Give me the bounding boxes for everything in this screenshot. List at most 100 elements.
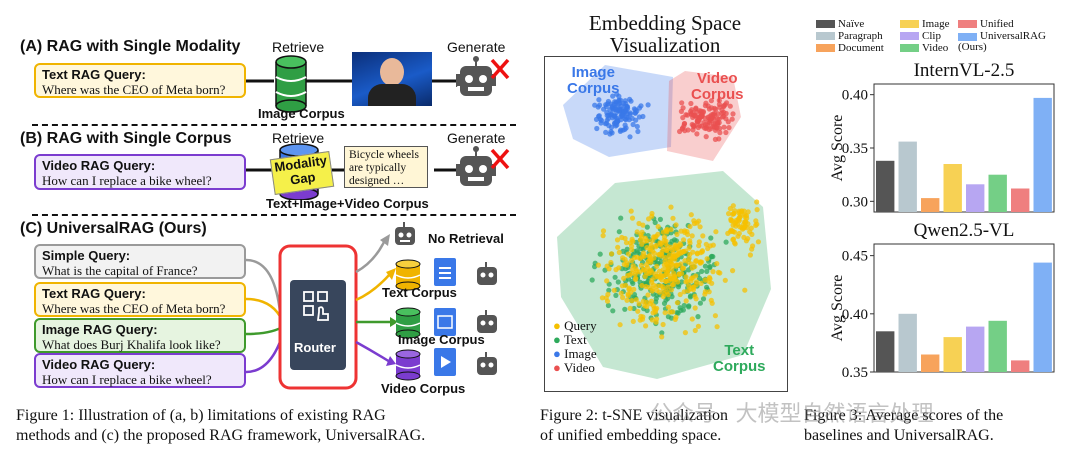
tsne-point	[625, 251, 632, 257]
tsne-point	[682, 330, 688, 336]
tsne-point	[692, 327, 698, 334]
tsne-point	[618, 215, 624, 221]
tsne-point	[675, 243, 682, 249]
tsne-point	[729, 116, 735, 122]
tsne-point	[742, 214, 748, 220]
tsne-point	[627, 134, 633, 140]
tsne-point	[671, 270, 677, 276]
tsne-point	[687, 294, 693, 300]
tsne-point	[690, 127, 696, 133]
legend-label: Paragraph	[838, 30, 883, 42]
tsne-point	[653, 233, 659, 239]
tsne-point	[614, 237, 621, 243]
robot-icon	[477, 352, 497, 375]
figure-3-caption: Figure 3: Average scores of the baseline…	[804, 406, 1074, 446]
tsne-point	[596, 97, 602, 103]
bar-image	[943, 337, 962, 372]
tsne-point	[745, 209, 751, 215]
tsne-point	[668, 204, 674, 210]
bar-na-ve	[876, 331, 895, 372]
tsne-point	[653, 244, 659, 250]
tsne-point	[689, 233, 695, 239]
tsne-point	[618, 290, 624, 296]
tsne-point	[630, 121, 636, 128]
text-corpus-label: Text Corpus	[382, 285, 457, 300]
tsne-point	[616, 93, 622, 99]
tsne-point	[697, 300, 703, 306]
tsne-point	[754, 199, 760, 205]
tsne-point	[623, 125, 629, 131]
tsne-point	[599, 295, 605, 301]
legend-label: Unified	[980, 18, 1014, 30]
tsne-point	[674, 262, 680, 268]
bar-na-ve	[876, 160, 895, 212]
tsne-point	[700, 109, 706, 116]
tsne-point	[680, 307, 686, 313]
tsne-point	[716, 116, 722, 122]
tsne-point	[647, 256, 653, 262]
tsne-point	[634, 123, 640, 130]
no-retrieval-label: No Retrieval	[428, 231, 504, 246]
bar-video	[988, 174, 1007, 212]
tsne-point	[656, 289, 662, 295]
legend-query: ● Query	[553, 318, 597, 333]
bar-unified	[1011, 360, 1030, 372]
tsne-point	[639, 229, 645, 235]
tsne-point	[621, 100, 627, 106]
legend-video: Video	[900, 43, 948, 54]
caption-line: baselines and UniversalRAG.	[804, 427, 994, 444]
tsne-point	[726, 125, 732, 131]
y-tick-label: 0.45	[842, 249, 868, 265]
tsne-point	[616, 249, 622, 255]
tsne-point	[604, 110, 610, 116]
tsne-point	[631, 292, 638, 298]
tsne-point	[654, 316, 660, 322]
tsne-point	[716, 136, 722, 142]
tsne-point	[609, 130, 615, 136]
tsne-point	[679, 265, 686, 272]
tsne-point	[708, 235, 714, 241]
image-corpus-label-c: Image Corpus	[398, 332, 485, 347]
tsne-point	[710, 242, 716, 248]
tsne-point	[688, 111, 694, 117]
legend-unified: Unified	[958, 19, 1014, 30]
tsne-point	[753, 218, 759, 224]
tsne-point	[604, 263, 610, 269]
chart-title: Qwen2.5-VL	[914, 220, 1015, 241]
tsne-point	[635, 128, 641, 135]
retrieve-label-b: Retrieve	[272, 130, 325, 146]
image-rag-query-box: Image RAG Query: What does Burj Khalifa …	[34, 318, 246, 353]
tsne-point	[670, 253, 676, 259]
tsne-point	[657, 216, 663, 222]
tsne-point	[748, 225, 754, 231]
tsne-point	[697, 224, 703, 230]
tsne-point	[679, 270, 685, 277]
tsne-point	[698, 280, 704, 286]
tsne-point	[674, 310, 680, 316]
tsne-point	[606, 287, 612, 293]
tsne-point	[697, 123, 703, 129]
tsne-point	[614, 119, 620, 125]
tsne-point	[643, 262, 650, 268]
tsne-point	[665, 304, 672, 310]
tsne-point	[700, 296, 707, 302]
legend-label: Image	[922, 18, 950, 30]
tsne-point	[647, 252, 653, 259]
tsne-point	[695, 323, 701, 329]
tsne-point	[725, 230, 731, 236]
tsne-point	[608, 259, 614, 266]
tsne-point	[722, 277, 728, 283]
query-title: Image RAG Query:	[42, 322, 158, 337]
tsne-point	[617, 322, 623, 328]
bar-unified	[1011, 188, 1030, 212]
tsne-point	[727, 206, 733, 212]
tsne-point	[639, 254, 645, 260]
snippet-line: Bicycle wheels	[349, 149, 419, 161]
section-divider	[32, 124, 516, 126]
tsne-point	[700, 233, 706, 239]
title-line: Embedding Space	[588, 11, 742, 35]
y-tick-label: 0.35	[842, 365, 868, 381]
tsne-point	[657, 240, 663, 246]
legend-paragraph: Paragraph	[816, 31, 883, 42]
tsne-point	[710, 254, 716, 260]
